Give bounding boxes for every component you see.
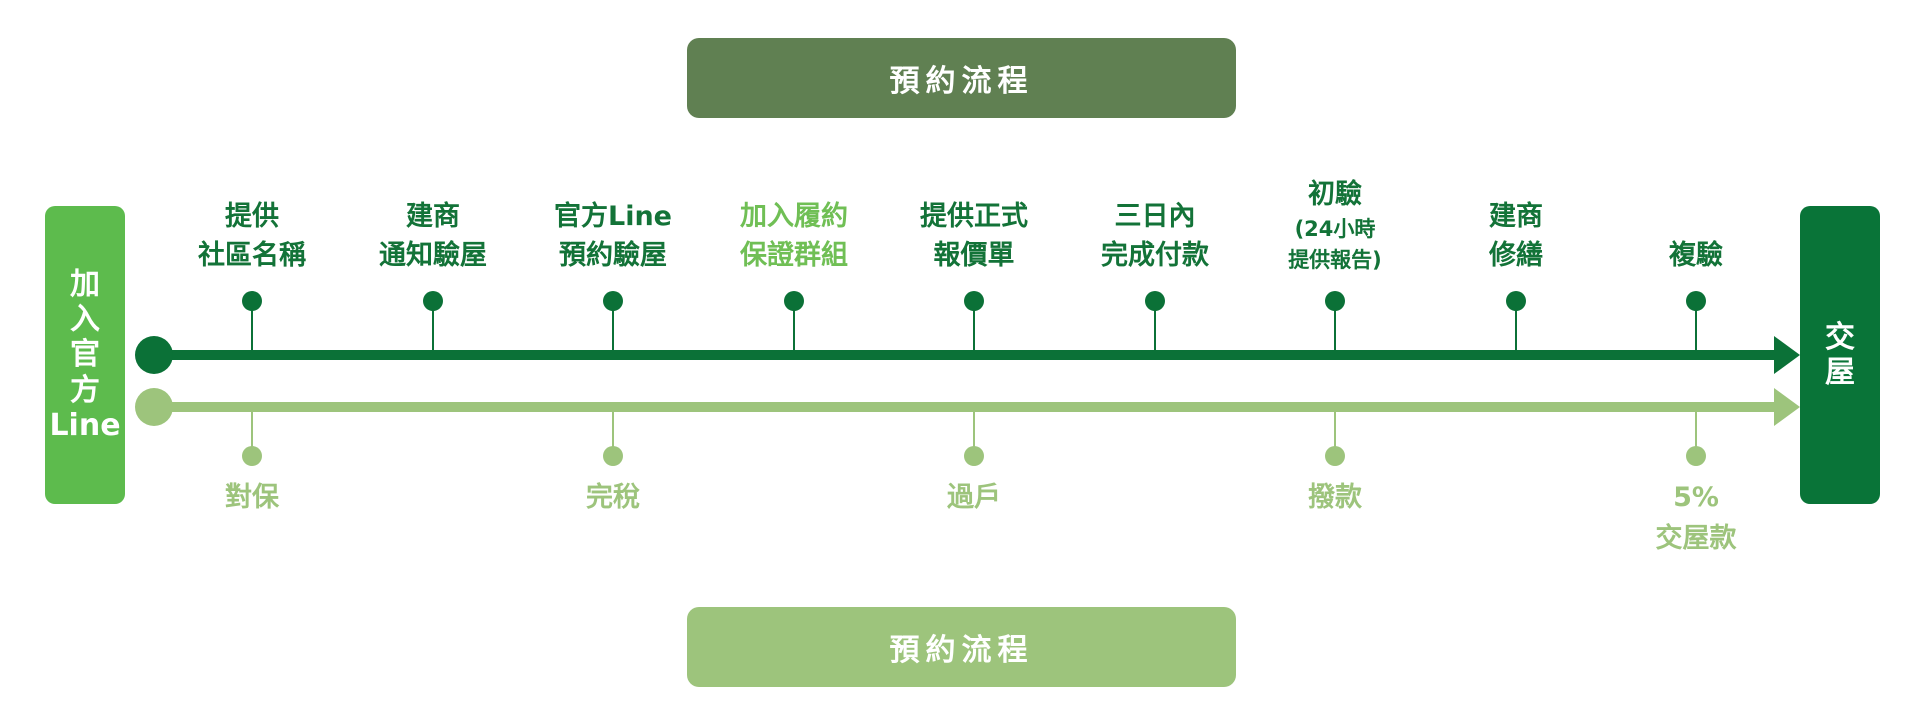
bottom-step-label: 5% 交屋款 xyxy=(1606,478,1786,559)
top-step-dot xyxy=(784,291,804,311)
top-step-label: 初驗 (24小時提供報告) xyxy=(1245,175,1425,275)
top-step-dot xyxy=(1145,291,1165,311)
top-step-label-line: 社區名稱 xyxy=(198,239,306,271)
top-step-dot xyxy=(1325,291,1345,311)
top-step-dot xyxy=(1686,291,1706,311)
join-line-char-3: 官 xyxy=(70,337,100,373)
top-step-label: 官方Line 預約驗屋 xyxy=(523,197,703,275)
bottom-step-dot xyxy=(603,446,623,466)
top-step-label-line: 修繕 xyxy=(1489,239,1543,271)
top-step-dot xyxy=(603,291,623,311)
bottom-step-label: 撥款 xyxy=(1245,478,1425,519)
bottom-step-label: 對保 xyxy=(162,478,342,519)
handover-char-1: 交 xyxy=(1825,319,1855,355)
main-flow-start-dot xyxy=(135,336,173,374)
bottom-step-label-line: 5% xyxy=(1673,482,1719,513)
top-step-label-line: 官方Line xyxy=(554,200,672,232)
bottom-step-label: 完稅 xyxy=(523,478,703,519)
top-step-label-line: 加入履約 xyxy=(740,200,848,232)
top-step-label-line: 三日內 xyxy=(1114,200,1196,232)
finance-flow-start-dot xyxy=(135,388,173,426)
top-step-dot xyxy=(242,291,262,311)
top-step-dot xyxy=(423,291,443,311)
bottom-step-label-line: 過戶 xyxy=(947,482,1001,513)
bottom-step-label-line: 撥款 xyxy=(1308,482,1362,513)
bottom-step-label-line: 交屋款 xyxy=(1655,522,1737,554)
top-step-label: 提供社區名稱 xyxy=(162,197,342,275)
top-step-label: 加入履約保證群組 xyxy=(704,197,884,275)
join-line-char-4: 方 xyxy=(70,372,100,408)
process-title-top: 預約流程 xyxy=(687,38,1236,118)
top-step-label-line: (24小時 xyxy=(1294,217,1376,242)
join-line-char-1: 加 xyxy=(70,266,100,302)
top-step-label: 提供正式報價單 xyxy=(884,197,1064,275)
top-step-label-line: 初驗 xyxy=(1308,178,1362,210)
process-title-bottom: 預約流程 xyxy=(687,607,1236,687)
bottom-step-label-line: 完稅 xyxy=(586,482,640,513)
top-step-label-line: 預約驗屋 xyxy=(559,239,667,271)
bottom-step-dot xyxy=(242,446,262,466)
top-step-label-line: 完成付款 xyxy=(1101,239,1209,271)
top-step-label-line: 保證群組 xyxy=(740,239,848,271)
bottom-step-dot xyxy=(964,446,984,466)
main-flow-arrowhead xyxy=(1774,336,1800,374)
bottom-step-dot xyxy=(1686,446,1706,466)
top-step-label-line: 報價單 xyxy=(933,239,1015,271)
top-step-dot xyxy=(964,291,984,311)
handover-char-2: 屋 xyxy=(1825,355,1855,390)
top-step-label-line: 提供報告) xyxy=(1288,247,1382,272)
top-step-dot xyxy=(1506,291,1526,311)
top-step-label-line: 提供 xyxy=(225,200,279,232)
join-official-line-box: 加 入 官 方 Line xyxy=(45,206,125,504)
finance-flow-arrowhead xyxy=(1774,388,1800,426)
bottom-step-label-line: 對保 xyxy=(225,482,279,513)
top-step-label: 建商修繕 xyxy=(1426,197,1606,275)
join-line-char-2: 入 xyxy=(70,301,100,337)
bottom-step-dot xyxy=(1325,446,1345,466)
top-step-label: 三日內完成付款 xyxy=(1065,197,1245,275)
top-step-label-line: 複驗 xyxy=(1669,239,1723,271)
top-step-label-line: 通知驗屋 xyxy=(379,239,487,271)
top-step-label-line: 提供正式 xyxy=(920,200,1028,232)
bottom-step-label: 過戶 xyxy=(884,478,1064,519)
top-step-label-line: 建商 xyxy=(1489,200,1543,232)
top-step-label-line: 建商 xyxy=(406,200,460,232)
top-step-label: 複驗 xyxy=(1606,236,1786,275)
handover-box: 交 屋 xyxy=(1800,206,1880,504)
top-step-label: 建商通知驗屋 xyxy=(343,197,523,275)
join-line-word: Line xyxy=(49,408,121,444)
